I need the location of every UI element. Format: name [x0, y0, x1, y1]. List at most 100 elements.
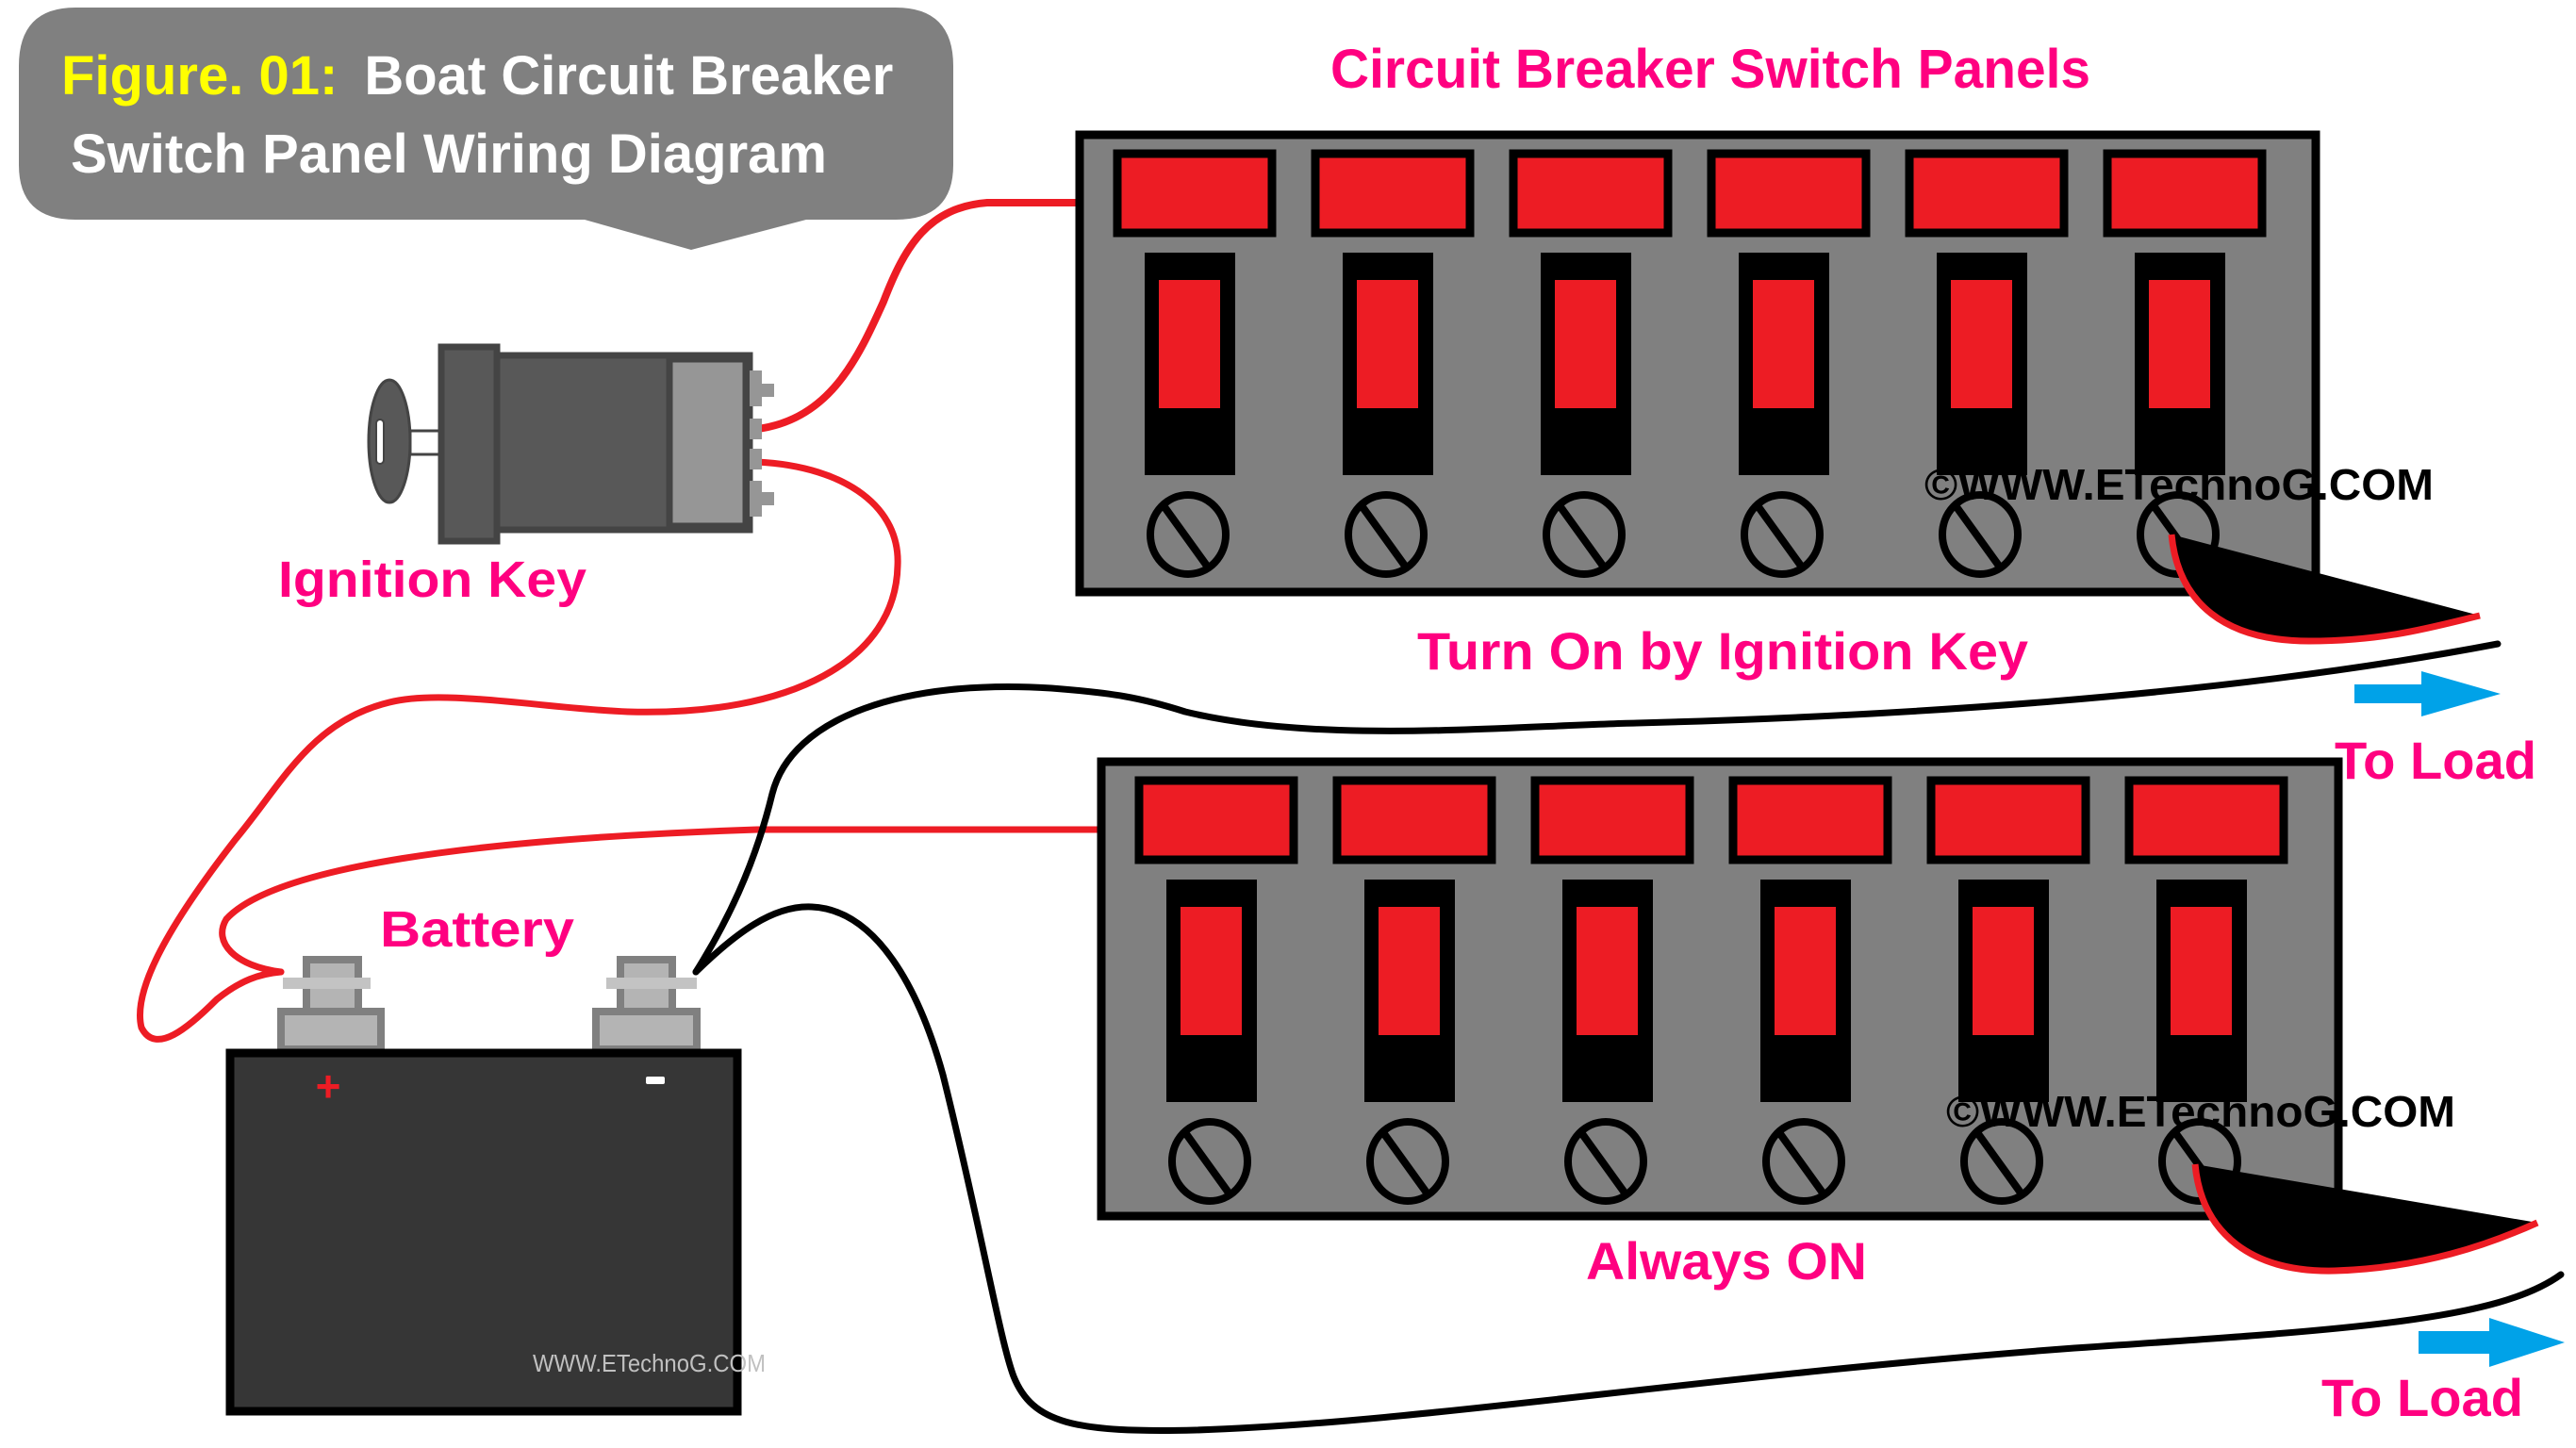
- ignition-key-switch: [367, 343, 774, 545]
- breaker-toggle[interactable]: [1555, 280, 1616, 408]
- breaker-toggle[interactable]: [1181, 907, 1242, 1035]
- panel-bottom-caption: Always ON: [1586, 1231, 1867, 1291]
- breaker-toggle[interactable]: [1951, 280, 2012, 408]
- terminal-screw-icon: [1564, 1118, 1647, 1205]
- panel-watermark: ©WWW.ETechnoG.COM: [1924, 460, 2434, 509]
- breaker-panel-ignition-switched: ©WWW.ETechnoG.COM: [1075, 130, 2434, 597]
- breaker-label-plate: [1926, 776, 2090, 864]
- circuit-breaker[interactable]: [1311, 149, 1475, 578]
- screw-slot: [1951, 502, 2005, 571]
- to-load-top: To Load: [2335, 671, 2536, 790]
- to-load-bottom: To Load: [2321, 1318, 2565, 1427]
- breaker-toggle[interactable]: [1973, 907, 2034, 1035]
- circuit-breaker[interactable]: [1530, 776, 1694, 1205]
- wire-battery-positive-to-panel-bottom: [219, 826, 1105, 976]
- screw-slot: [1753, 502, 1807, 571]
- screw-slot: [1775, 1128, 1828, 1198]
- to-load-top-label: To Load: [2335, 731, 2536, 790]
- circuit-breaker[interactable]: [1113, 149, 1277, 578]
- wire-ignition-to-panel-top: [753, 199, 1083, 433]
- breaker-label-plate: [1530, 776, 1694, 864]
- screw-slot: [1555, 502, 1609, 571]
- breaker-toggle[interactable]: [1159, 280, 1220, 408]
- terminal-screw-icon: [1741, 491, 1824, 578]
- battery-negative-clamp: [606, 978, 697, 989]
- battery-body: [225, 1048, 742, 1416]
- breaker-label-plate: [1134, 776, 1298, 864]
- ignition-terminal-1-tab: [750, 384, 774, 397]
- breaker-label-plate: [1332, 776, 1496, 864]
- battery-positive-clamp: [283, 978, 371, 989]
- terminal-screw-icon: [1366, 1118, 1449, 1205]
- breaker-label-plate: [1311, 149, 1475, 238]
- to-load-bottom-label: To Load: [2321, 1368, 2523, 1427]
- circuit-breaker[interactable]: [1134, 776, 1298, 1205]
- circuit-breaker[interactable]: [2124, 776, 2288, 1205]
- terminal-screw-icon: [1960, 1118, 2043, 1205]
- battery-label: Battery: [380, 901, 574, 958]
- wire-ignition-to-battery-positive: [137, 458, 901, 1043]
- title-text-1: Boat Circuit Breaker: [364, 45, 893, 107]
- breaker-label-plate: [1905, 149, 2069, 238]
- ignition-terminal-4-tab: [750, 492, 774, 505]
- battery: + WWW.ETechnoG.COM: [225, 956, 766, 1416]
- breaker-label-plate: [1113, 149, 1277, 238]
- breaker-toggle[interactable]: [1753, 280, 1814, 408]
- arrow-right-icon: [2354, 671, 2501, 716]
- title-bubble-shape: [19, 8, 953, 250]
- breaker-toggle[interactable]: [2149, 280, 2210, 408]
- title-prefix: Figure. 01:: [61, 45, 338, 107]
- breaker-label-plate: [1707, 149, 1871, 238]
- breaker-toggle[interactable]: [2171, 907, 2232, 1035]
- ignition-terminal-3: [750, 449, 762, 469]
- terminal-screw-icon: [1939, 491, 2022, 578]
- battery-negative-symbol-icon: [646, 1077, 665, 1084]
- ignition-key-label: Ignition Key: [278, 551, 586, 608]
- title-bubble: Figure. 01: Boat Circuit Breaker Switch …: [19, 8, 953, 250]
- screw-slot: [1577, 1128, 1630, 1198]
- terminal-screw-icon: [1543, 491, 1626, 578]
- circuit-breaker[interactable]: [1707, 149, 1871, 578]
- ignition-collar: [438, 343, 501, 545]
- panel-watermark: ©WWW.ETechnoG.COM: [1946, 1087, 2455, 1136]
- terminal-screw-icon: [1147, 491, 1230, 578]
- panel-top-caption: Turn On by Ignition Key: [1417, 621, 2028, 681]
- panels-heading: Circuit Breaker Switch Panels: [1330, 39, 2090, 100]
- battery-positive-terminal: [277, 956, 385, 1053]
- breaker-toggle[interactable]: [1577, 907, 1638, 1035]
- wire-negative-bottom-return: [692, 903, 2565, 1434]
- ignition-body-rear: [666, 355, 750, 530]
- circuit-breaker[interactable]: [1332, 776, 1496, 1205]
- circuit-breaker[interactable]: [2103, 149, 2267, 578]
- ignition-key-slot-icon: [375, 419, 385, 465]
- breaker-label-plate: [1509, 149, 1673, 238]
- terminal-screw-icon: [1762, 1118, 1845, 1205]
- battery-negative-terminal: [592, 956, 701, 1053]
- terminal-screw-icon: [1345, 491, 1428, 578]
- screw-slot: [1357, 502, 1411, 571]
- wire-panel-top-output: [2168, 534, 2481, 645]
- breaker-label-plate: [1728, 776, 1892, 864]
- circuit-breaker[interactable]: [1926, 776, 2090, 1205]
- battery-watermark: WWW.ETechnoG.COM: [533, 1349, 766, 1377]
- circuit-breaker[interactable]: [1728, 776, 1892, 1205]
- ignition-terminal-2: [750, 419, 762, 439]
- arrow-right-icon: [2419, 1318, 2565, 1367]
- breaker-toggle[interactable]: [1357, 280, 1418, 408]
- screw-slot: [1181, 1128, 1234, 1198]
- breaker-toggle[interactable]: [1379, 907, 1440, 1035]
- breaker-label-plate: [2103, 149, 2267, 238]
- wires: [137, 199, 2565, 1434]
- wire-panel-bottom-output: [2191, 1163, 2539, 1275]
- wire-negative-top-return: [692, 640, 2502, 976]
- title-line-2: Switch Panel Wiring Diagram: [71, 123, 827, 185]
- battery-positive-symbol: +: [316, 1061, 341, 1111]
- circuit-breaker[interactable]: [1509, 149, 1673, 578]
- breaker-label-plate: [2124, 776, 2288, 864]
- terminal-screw-icon: [2158, 1118, 2241, 1205]
- circuit-breaker[interactable]: [1905, 149, 2069, 578]
- breaker-panel-always-on: ©WWW.ETechnoG.COM: [1097, 757, 2455, 1221]
- breaker-toggle[interactable]: [1775, 907, 1836, 1035]
- screw-slot: [1973, 1128, 2026, 1198]
